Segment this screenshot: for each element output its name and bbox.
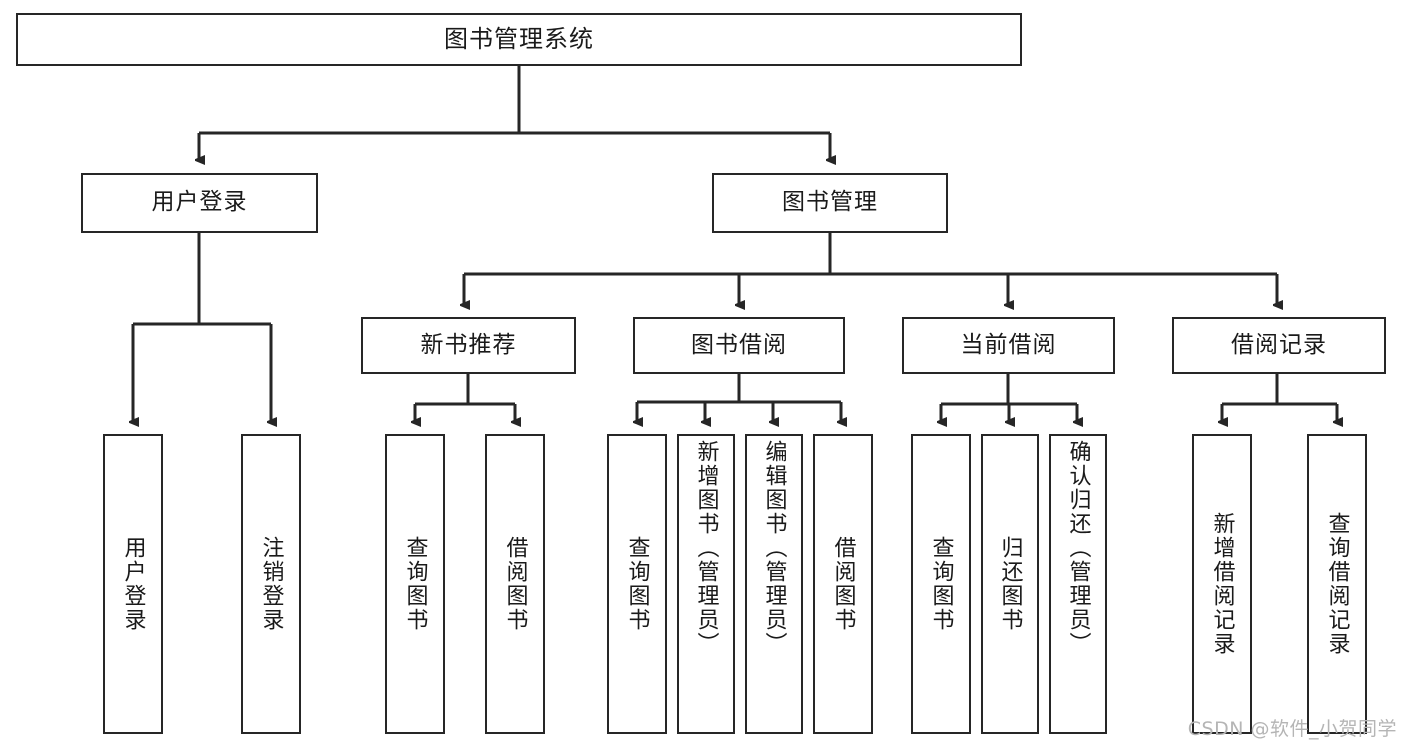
leaf-label: 确认归还（管理员） — [1065, 440, 1091, 656]
leaf-label: 归还图书 — [997, 536, 1023, 632]
leaf-inner: 查询图书 — [913, 436, 969, 732]
leaf-inner: 借阅图书 — [815, 436, 871, 732]
leaf-inner: 确认归还（管理员） — [1051, 436, 1105, 736]
node-leaf-add-record[interactable]: 新增借阅记录 — [1192, 434, 1252, 734]
node-leaf-confirm-return[interactable]: 确认归还（管理员） — [1049, 434, 1107, 734]
node-user-login[interactable]: 用户登录 — [81, 173, 318, 233]
leaf-label: 借阅图书 — [830, 536, 856, 632]
watermark-text: CSDN @软件_小贺同学 — [1187, 718, 1397, 740]
leaf-label: 查询图书 — [928, 536, 954, 632]
node-leaf-user-login[interactable]: 用户登录 — [103, 434, 163, 734]
leaf-label: 编辑图书（管理员） — [761, 440, 787, 656]
leaf-inner: 新增图书（管理员） — [679, 436, 733, 736]
leaf-inner: 查询图书 — [609, 436, 665, 732]
node-book-borrow[interactable]: 图书借阅 — [633, 317, 845, 374]
leaf-label: 新增借阅记录 — [1209, 512, 1235, 656]
node-leaf-query-record[interactable]: 查询借阅记录 — [1307, 434, 1367, 734]
node-book-manage[interactable]: 图书管理 — [712, 173, 948, 233]
leaf-label: 查询借阅记录 — [1324, 512, 1350, 656]
leaf-label: 查询图书 — [624, 536, 650, 632]
node-borrow-record[interactable]: 借阅记录 — [1172, 317, 1386, 374]
node-root-system[interactable]: 图书管理系统 — [16, 13, 1022, 66]
leaf-label: 查询图书 — [402, 536, 428, 632]
leaf-inner: 用户登录 — [105, 436, 161, 732]
leaf-inner: 查询图书 — [387, 436, 443, 732]
leaf-label: 用户登录 — [120, 536, 146, 632]
node-leaf-query-book-2[interactable]: 查询图书 — [607, 434, 667, 734]
node-leaf-borrow-book-2[interactable]: 借阅图书 — [813, 434, 873, 734]
node-leaf-query-book-1[interactable]: 查询图书 — [385, 434, 445, 734]
node-leaf-borrow-book-1[interactable]: 借阅图书 — [485, 434, 545, 734]
node-current-borrow[interactable]: 当前借阅 — [902, 317, 1115, 374]
node-leaf-return-book[interactable]: 归还图书 — [981, 434, 1039, 734]
node-new-book-recommend[interactable]: 新书推荐 — [361, 317, 576, 374]
leaf-inner: 注销登录 — [243, 436, 299, 732]
leaf-inner: 归还图书 — [983, 436, 1037, 732]
node-leaf-add-book[interactable]: 新增图书（管理员） — [677, 434, 735, 734]
leaf-label: 新增图书（管理员） — [693, 440, 719, 656]
leaf-inner: 查询借阅记录 — [1309, 436, 1365, 732]
leaf-label: 借阅图书 — [502, 536, 528, 632]
leaf-inner: 借阅图书 — [487, 436, 543, 732]
node-leaf-query-book-3[interactable]: 查询图书 — [911, 434, 971, 734]
leaf-inner: 新增借阅记录 — [1194, 436, 1250, 732]
leaf-label: 注销登录 — [258, 536, 284, 632]
leaf-inner: 编辑图书（管理员） — [747, 436, 801, 736]
node-leaf-edit-book[interactable]: 编辑图书（管理员） — [745, 434, 803, 734]
node-leaf-logout[interactable]: 注销登录 — [241, 434, 301, 734]
